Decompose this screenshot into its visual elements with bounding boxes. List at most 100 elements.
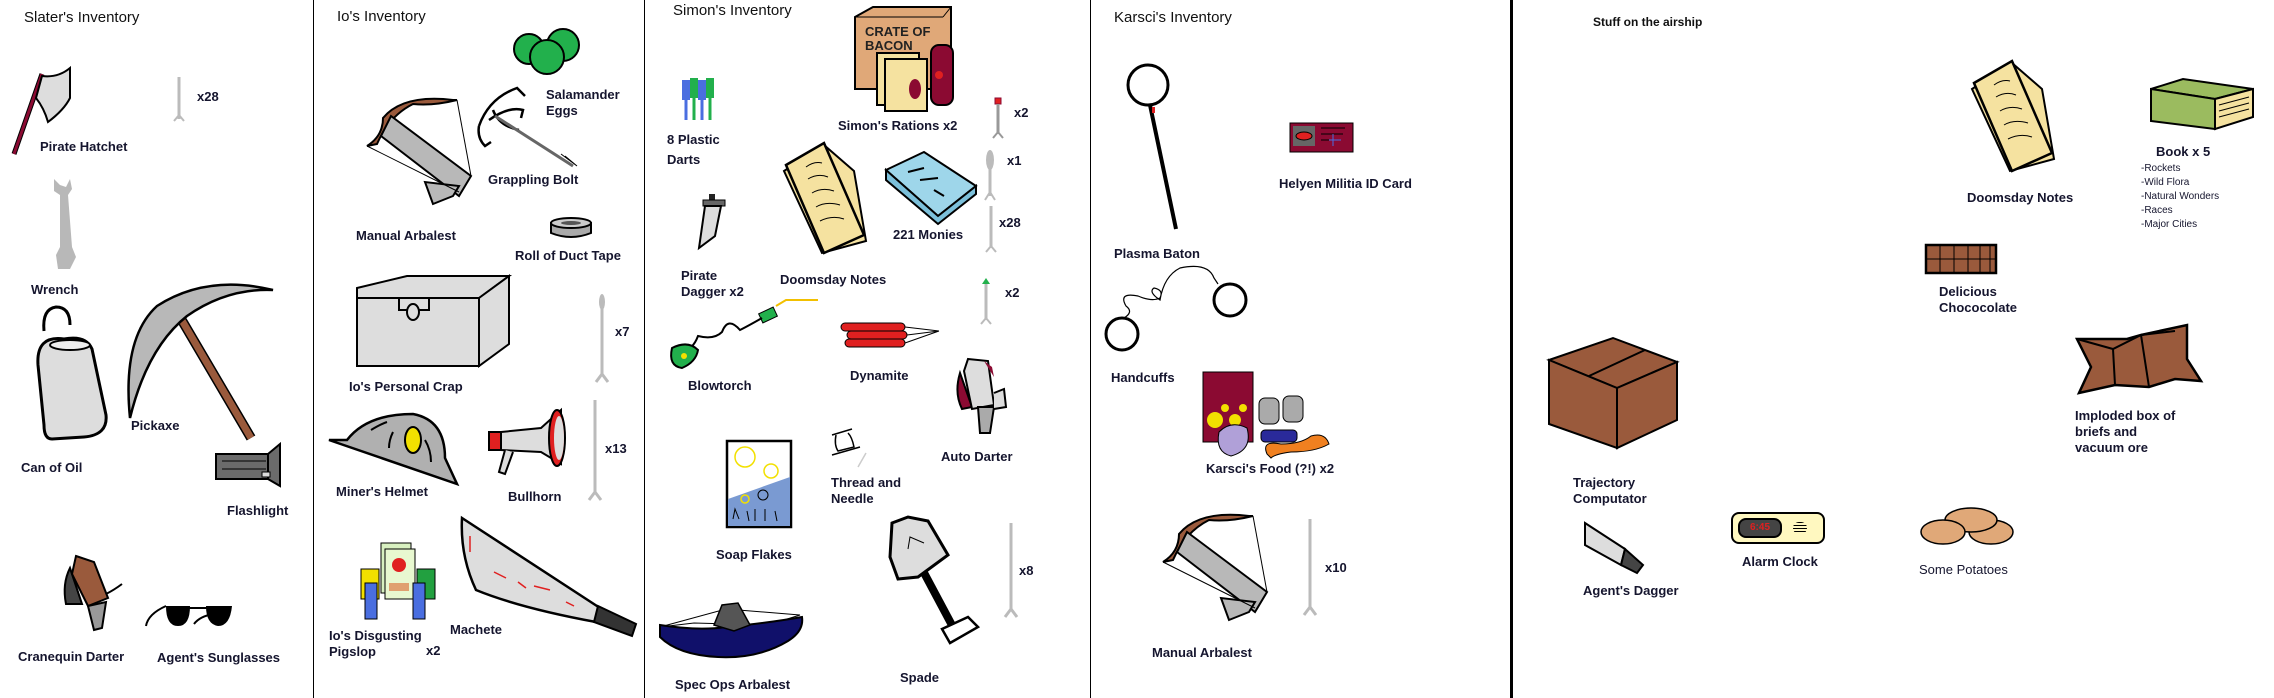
arrow-icon [587, 400, 603, 501]
pickaxe-icon [127, 283, 274, 441]
item-quantity: x7 [615, 324, 630, 339]
panel-title: Simon's Inventory [673, 2, 792, 19]
alarm-time-display: 6:45 [1738, 518, 1782, 538]
crate-icon [356, 274, 513, 368]
crate-text-line: BACON [865, 38, 913, 53]
arrow-icon [1302, 519, 1318, 616]
doomsday-notes-icon [782, 141, 868, 255]
sunglasses-icon [145, 605, 232, 627]
item-quantity: x1 [1007, 153, 1022, 168]
book-title: -Wild Flora [2141, 177, 2190, 188]
panel-title: Karsci's Inventory [1114, 9, 1232, 26]
item-label: Grappling Bolt [488, 172, 579, 187]
item-label: Bullhorn [508, 489, 562, 504]
item-label: Flashlight [227, 503, 289, 518]
panel-title: Slater's Inventory [24, 9, 140, 26]
item-label: Karsci's Food (?!) x2 [1206, 461, 1335, 476]
item-label: briefs and [2075, 424, 2138, 439]
item-label: Doomsday Notes [1967, 190, 2074, 205]
plastic-darts-icon [682, 78, 714, 120]
blowtorch-icon [670, 299, 818, 370]
item-quantity: x10 [1325, 560, 1347, 575]
item-label: Manual Arbalest [1152, 645, 1252, 660]
crate-text: CRATE OF BACON [865, 25, 930, 53]
plasma-baton-icon [1126, 63, 1178, 230]
item-label: Machete [450, 622, 503, 637]
item-quantity: x28 [999, 215, 1021, 230]
item-quantity: x13 [605, 441, 627, 456]
book-title-list: -Rockets -Wild Flora -Natural Wonders -R… [2141, 162, 2219, 232]
item-label: Book x 5 [2156, 144, 2211, 159]
item-label: Pirate Hatchet [40, 139, 128, 154]
item-label: 8 Plastic [667, 132, 720, 147]
item-label: Simon's Rations x2 [838, 118, 958, 133]
item-label: Cranequin Darter [18, 649, 125, 664]
item-label: Needle [831, 491, 874, 506]
item-label: Handcuffs [1111, 370, 1175, 385]
item-quantity: x2 [426, 643, 441, 658]
id-card-icon [1289, 122, 1354, 153]
item-label: Salamander [546, 87, 620, 102]
dart-red-icon [992, 97, 1004, 139]
item-label: Dynamite [850, 368, 909, 383]
agents-dagger-icon [1584, 521, 1645, 575]
spade-icon [888, 515, 981, 645]
cardboard-box-icon [1546, 336, 1680, 450]
arbalest-icon [1162, 513, 1269, 622]
potatoes-icon [1920, 507, 2014, 545]
wrench-icon [54, 179, 76, 269]
item-label: Alarm Clock [1742, 554, 1818, 569]
arbalest-icon [366, 97, 473, 206]
duct-tape-icon [550, 217, 592, 238]
item-label: Doomsday Notes [780, 272, 887, 287]
item-label: Trajectory [1573, 475, 1636, 490]
book-title: -Races [2141, 205, 2173, 216]
soap-flakes-icon [725, 439, 793, 529]
item-label: Some Potatoes [1919, 562, 2008, 577]
item-label: Spade [900, 670, 940, 685]
item-label: Miner's Helmet [336, 484, 428, 499]
item-label: Roll of Duct Tape [515, 248, 621, 263]
item-label: Blowtorch [688, 378, 752, 393]
item-label: Agent's Sunglasses [157, 650, 281, 665]
handcuffs-icon [1104, 265, 1248, 352]
crate-text-line: CRATE OF [865, 24, 931, 39]
item-quantity: x2 [1014, 105, 1029, 120]
bullhorn-icon [488, 407, 566, 476]
item-label: Wrench [31, 282, 79, 297]
item-label: Pirate [681, 268, 718, 283]
flashlight-icon [215, 441, 281, 488]
dart-icon [1003, 523, 1019, 618]
dynamite-icon [840, 322, 940, 348]
item-label: Thread and [831, 475, 902, 490]
item-label: Darts [667, 152, 701, 167]
rations-icon: CRATE OF BACON [853, 5, 957, 112]
grappling-bolt-icon [477, 86, 578, 168]
thread-needle-icon [831, 428, 867, 468]
item-label: Helyen Militia ID Card [1279, 176, 1412, 191]
item-label: Auto Darter [941, 449, 1013, 464]
panel-divider [1510, 0, 1513, 698]
item-quantity: x28 [197, 89, 219, 104]
doomsday-notes-icon [1970, 59, 2056, 173]
hatchet-icon [11, 65, 71, 155]
item-label: Chococolate [1939, 300, 2018, 315]
item-label: Agent's Dagger [1583, 583, 1679, 598]
item-label: Pigslop [329, 644, 376, 659]
item-quantity: x8 [1019, 563, 1034, 578]
book-icon [2150, 77, 2254, 131]
dart-green-icon [980, 278, 992, 325]
item-label: Eggs [546, 103, 578, 118]
chocolate-icon [1924, 243, 1998, 275]
item-label: 221 Monies [893, 227, 964, 242]
item-label: Io's Personal Crap [349, 379, 463, 394]
arrow-icon [173, 77, 185, 122]
item-label: vacuum ore [2075, 440, 2148, 455]
item-label: Manual Arbalest [356, 228, 456, 243]
item-label: Dagger x2 [681, 284, 744, 299]
imploded-box-icon [2074, 323, 2204, 395]
dart-icon [984, 150, 996, 201]
item-label: Can of Oil [21, 460, 83, 475]
alarm-clock-icon: 6:45 [1731, 512, 1825, 544]
